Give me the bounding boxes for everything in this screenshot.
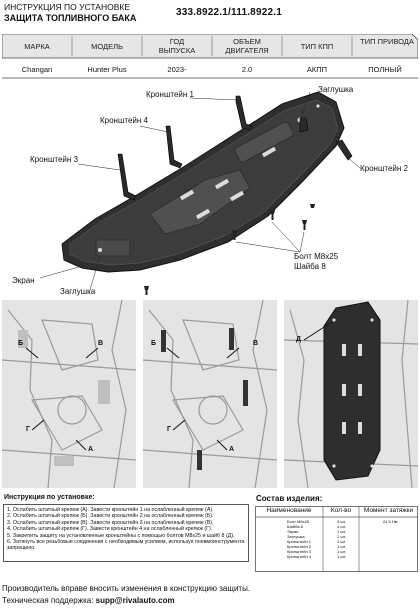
spec-header-model: МОДЕЛЬ — [91, 42, 123, 51]
instruction-step-5: 5. Закрепить защиту на установленные кро… — [7, 532, 235, 539]
kit-table-frame — [255, 506, 418, 572]
article-code: 333.8922.1/111.8922.1 — [176, 7, 282, 18]
kit-row-7-qty: 1 шт. — [337, 549, 347, 554]
photo2-mark-b: Б — [151, 340, 157, 347]
instructions-title: Инструкция по установке: — [4, 494, 95, 501]
label-plug-bottom: Заглушка — [60, 287, 96, 296]
spec-value-drive: ПОЛНЫЙ — [368, 65, 402, 74]
support-label: Техническая поддержка: — [2, 596, 94, 605]
photo1-mark-g: Г — [26, 426, 30, 433]
photo2-mark-v: В — [253, 340, 259, 347]
label-washer: Шайба 8 — [294, 262, 326, 271]
kit-row-4-qty: 2 шт. — [337, 534, 347, 539]
kit-row-6-name: Кронштейн 2 — [287, 544, 311, 549]
photo1-mark-a: А — [88, 446, 94, 453]
spec-value-gearbox: АКПП — [306, 65, 328, 74]
underbody-sketch-1 — [2, 300, 136, 488]
instruction-step-1: 1. Ослабить штатный крепеж (А). Завести … — [7, 507, 214, 513]
label-bolt: Болт М8х25 — [294, 252, 339, 261]
photo2-mark-a: А — [229, 446, 235, 453]
photo1-mark-b: Б — [18, 340, 24, 347]
spec-header-brand: МАРКА — [24, 42, 50, 51]
change-notice: Производитель вправе вносить изменения в… — [2, 584, 251, 593]
instruction-step-3: 3. Ослабить штатный крепеж (В). Завести … — [7, 519, 214, 526]
label-screen: Экран — [12, 276, 35, 285]
spec-header-engine: ОБЪЕМ ДВИГАТЕЛЯ — [225, 37, 269, 55]
spec-header-year: ГОД ВЫПУСКА — [158, 37, 196, 55]
kit-header-name: Наименование — [266, 507, 312, 514]
instructions-box: 1. Ослабить штатный крепеж (А). Завести … — [3, 504, 249, 562]
support-email-link[interactable]: supp@rivalauto.com — [95, 596, 175, 605]
label-plug-top: Заглушка — [318, 85, 354, 94]
installation-photos: Б В Г А — [2, 300, 418, 488]
photo3-mark-d: Д — [296, 336, 301, 343]
kit-row-4-name: Заглушка — [287, 534, 305, 539]
spec-value-year: 2023- — [167, 65, 187, 74]
kit-row-3-name: Экран — [287, 529, 299, 534]
instruction-step-6: 6. Затянуть все резьбовые соединения с н… — [7, 539, 245, 552]
kit-row-2-qty: 4 шт. — [337, 524, 347, 529]
fuel-tank-guard-illustration — [39, 91, 361, 295]
header-line1: ИНСТРУКЦИЯ ПО УСТАНОВКЕ — [4, 2, 130, 12]
kit-row-1-name: Болт М8х25 — [287, 519, 310, 524]
header: ИНСТРУКЦИЯ ПО УСТАНОВКЕ ЗАЩИТА ТОПЛИВНОГ… — [4, 2, 416, 26]
kit-header-torque: Момент затяжки — [363, 507, 414, 514]
kit-row-3-qty: 1 шт. — [337, 529, 347, 534]
header-line2: ЗАЩИТА ТОПЛИВНОГО БАКА — [4, 13, 137, 23]
spec-header-drive: ТИП ПРИВОДА — [360, 37, 414, 46]
underbody-sketch-3 — [284, 300, 418, 488]
instruction-step-2: 2. Ослабить штатный крепеж (Б). Завести … — [7, 513, 214, 520]
photo1-mark-v: В — [98, 340, 104, 347]
label-bracket-3: Кронштейн 3 — [30, 155, 78, 164]
kit-row-6-qty: 1 шт. — [337, 544, 347, 549]
exploded-view-diagram: Кронштейн 1 Кронштейн 4 Кронштейн 3 Крон… — [0, 84, 420, 300]
photo2-mark-g: Г — [167, 426, 171, 433]
label-bracket-4: Кронштейн 4 — [100, 116, 148, 125]
kit-table: Наименование Кол-во Момент затяжки Болт … — [255, 506, 418, 572]
instruction-step-4: 4. Ослабить штатный крепеж (Г). Завести … — [7, 526, 213, 533]
kit-row-8-qty: 1 шт. — [337, 554, 347, 559]
spec-value-engine: 2.0 — [241, 65, 253, 74]
support-line: Техническая поддержка: supp@rivalauto.co… — [2, 596, 175, 605]
kit-row-7-name: Кронштейн 3 — [287, 549, 311, 554]
bottom-section: Инструкция по установке: 1. Ослабить шта… — [0, 488, 420, 613]
kit-row-5-qty: 1 шт. — [337, 539, 347, 544]
kit-row-8-name: Кронштейн 4 — [287, 554, 311, 559]
label-bracket-2: Кронштейн 2 — [360, 164, 408, 173]
underbody-sketch-2 — [143, 300, 277, 488]
photo-step-1: Б В Г А — [2, 300, 136, 488]
spec-table-frame — [2, 34, 418, 79]
kit-row-2-name: Шайба 8 — [287, 524, 303, 529]
kit-title: Состав изделия: — [256, 494, 323, 503]
kit-row-1-qty: 4 шт. — [337, 519, 347, 524]
label-bracket-1: Кронштейн 1 — [146, 90, 194, 99]
kit-row-1-torque: 24.5 Нм — [383, 519, 398, 524]
photo-step-3: Д — [284, 300, 418, 488]
spec-value-model: Hunter Plus — [87, 65, 127, 74]
vehicle-spec-table: МАРКА МОДЕЛЬ ГОД ВЫПУСКА ОБЪЕМ ДВИГАТЕЛЯ… — [2, 34, 418, 84]
spec-value-brand: Changan — [21, 65, 53, 74]
kit-row-5-name: Кронштейн 1 — [287, 539, 311, 544]
kit-header-qty: Кол-во — [330, 507, 352, 514]
photo-step-2: Б В Г А — [143, 300, 277, 488]
spec-header-gearbox: ТИП КПП — [300, 42, 334, 51]
